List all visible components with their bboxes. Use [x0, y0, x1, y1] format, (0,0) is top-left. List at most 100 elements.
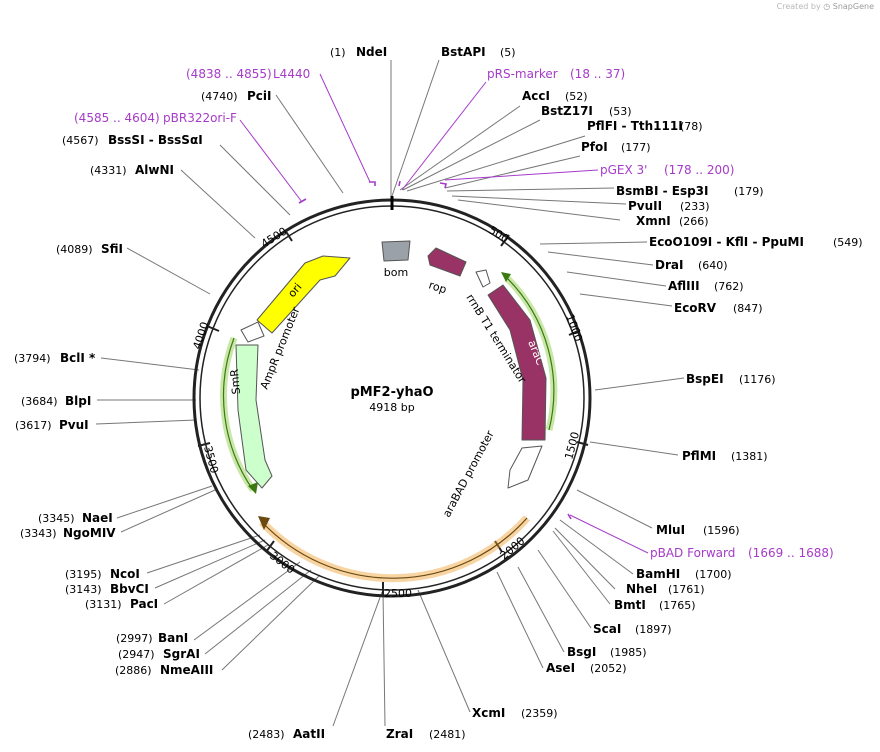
- features: [235, 240, 547, 489]
- map-label: PacI: [130, 597, 158, 611]
- map-label: (4585 .. 4604): [74, 111, 160, 125]
- feature-bom: [381, 240, 411, 262]
- map-label: (640): [698, 259, 728, 272]
- primer-pbad-forward: pBAD Forward(1669 .. 1688): [650, 546, 834, 560]
- map-label: (1897): [635, 623, 672, 636]
- site-zrai: ZraI(2481): [386, 727, 466, 741]
- feature-rop: [427, 247, 467, 277]
- site-sfii: (4089) SfiI: [56, 242, 123, 256]
- map-label: (1761): [668, 583, 705, 596]
- feature-rrnb: [475, 269, 491, 288]
- feature-ori: [256, 255, 351, 334]
- map-label: (3684): [21, 395, 58, 408]
- site-ngomiv: (3343)NgoMIV: [20, 526, 116, 540]
- tick-label-3000: 3000: [267, 549, 297, 576]
- map-label: PvuI: [59, 418, 89, 432]
- site-bstz17i: BstZ17I (53): [541, 104, 632, 118]
- tick-label-4000: 4000: [190, 320, 211, 351]
- site-xmni: XmnI (266): [636, 214, 709, 228]
- site-scai: ScaI(1897): [593, 622, 672, 636]
- backbone: [192, 196, 592, 598]
- map-label: XcmI: [472, 706, 505, 720]
- map-label: BsgI: [567, 645, 596, 659]
- map-label: BssSI - BssSαI: [108, 133, 203, 147]
- map-title: pMF2-yhaO 4918 bp: [350, 385, 433, 414]
- primer-labels: (4838 .. 4855)L4440 pRS-marker(18 .. 37)…: [74, 67, 834, 560]
- feature-arabad: [507, 445, 543, 489]
- site-pvuii: PvuII(233): [628, 199, 710, 213]
- snapgene-logo-icon: ◷: [823, 2, 831, 11]
- snapgene-credit: Created by ◷ SnapGene: [777, 2, 874, 11]
- primer-pbr322ori-f: (4585 .. 4604)pBR322ori-F: [74, 111, 237, 125]
- map-label: (1596): [703, 524, 740, 537]
- orf-arcs: [220, 272, 558, 583]
- map-label: (266): [679, 215, 709, 228]
- map-label: (1700): [695, 568, 732, 581]
- site-nmeaiii: (2886)NmeAIII: [115, 663, 213, 677]
- map-label: pBAD Forward: [650, 546, 735, 560]
- map-label: BstAPI: [441, 45, 486, 59]
- map-label: NcoI: [110, 567, 140, 581]
- map-label: (2997): [116, 632, 153, 645]
- map-label: BsmBI - Esp3I: [616, 184, 708, 198]
- map-label: NheI: [626, 582, 657, 596]
- site-pvui: (3617)PvuI: [15, 418, 89, 432]
- map-label: (5): [500, 46, 516, 59]
- site-ncoi: (3195)NcoI: [65, 567, 140, 581]
- map-label: SfiI: [101, 242, 123, 256]
- map-label: PvuII: [628, 199, 662, 213]
- map-label: (53): [609, 105, 632, 118]
- map-label: XmnI: [636, 214, 671, 228]
- site-leader-lines: [95, 59, 685, 727]
- map-label: (4089): [56, 243, 93, 256]
- site-paci: (3131)PacI: [85, 597, 158, 611]
- primer-l4440: (4838 .. 4855)L4440: [186, 67, 310, 81]
- site-bcli: (3794) BclI *: [14, 351, 96, 365]
- map-label: (3143): [65, 583, 102, 596]
- feature-smr: [235, 344, 273, 489]
- site-aatii: (2483)AatII: [248, 727, 325, 741]
- site-naei: (3345)NaeI: [38, 511, 113, 525]
- map-label: (2359): [521, 707, 558, 720]
- map-label: BclI *: [60, 351, 96, 365]
- site-pcii: (4740)PciI: [201, 89, 272, 103]
- primer-markers: [298, 180, 572, 520]
- map-label: BbvCI: [110, 582, 149, 596]
- map-label: EcoO109I - KflI - PpuMI: [649, 235, 804, 249]
- feature-arac: [487, 284, 547, 441]
- site-mlui: MluI(1596): [656, 523, 740, 537]
- tick-label-2500: 2500: [384, 587, 412, 600]
- map-label: (1176): [739, 373, 776, 386]
- map-label: (18 .. 37): [570, 67, 625, 81]
- feature-label-rop: rop: [427, 278, 448, 296]
- map-label: BspEI: [686, 372, 724, 386]
- map-label: AatII: [293, 727, 325, 741]
- site-bsgi: BsgI(1985): [567, 645, 647, 659]
- map-label: pBR322ori-F: [163, 111, 237, 125]
- primer-leader-lines: [239, 73, 649, 554]
- site-pflmi: PflMI(1381): [682, 449, 768, 463]
- map-label: (1): [330, 46, 346, 59]
- map-label: NdeI: [356, 45, 387, 59]
- site-bsmbi: BsmBI - Esp3I (179): [616, 184, 764, 198]
- orange-orf-arc: [259, 515, 530, 583]
- tick-label-1500: 1500: [562, 430, 582, 460]
- site-xcmi: XcmI (2359): [472, 706, 558, 720]
- site-blpi: (3684)BlpI: [21, 394, 91, 408]
- map-label: (178 .. 200): [664, 163, 734, 177]
- map-label: (2886): [115, 664, 152, 677]
- map-label: (4331): [90, 164, 127, 177]
- site-pflfi: PflFI - Tth111I(78): [587, 119, 703, 133]
- map-label: ZraI: [386, 727, 413, 741]
- primer-prs-marker: pRS-marker(18 .. 37): [487, 67, 625, 81]
- map-label: BamHI: [636, 567, 680, 581]
- map-label: BstZ17I: [541, 104, 593, 118]
- map-label: (78): [680, 120, 703, 133]
- map-label: (3794): [14, 352, 51, 365]
- map-label: (2052): [590, 662, 627, 675]
- map-label: PfoI: [581, 140, 608, 154]
- map-label: SgrAI: [163, 647, 200, 661]
- feature-label-arabad: araBAD promoter: [440, 428, 497, 519]
- map-label: (179): [734, 185, 764, 198]
